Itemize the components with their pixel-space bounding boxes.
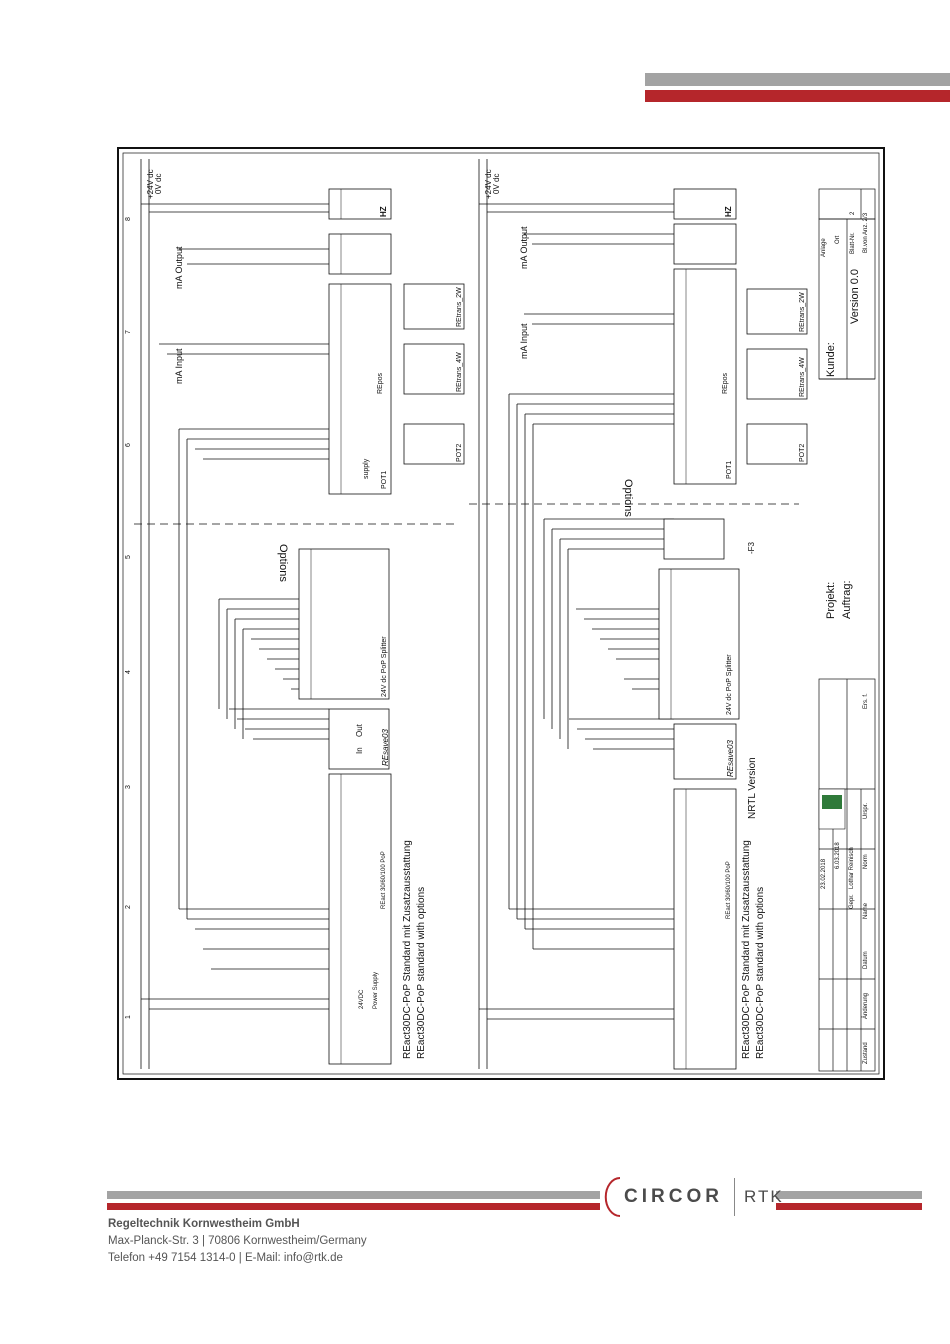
blatt-von-label: Bl.von Anz. 2/3 — [863, 212, 869, 253]
schematic-frame: +24V dc 0V dc mA Output mA Input HZ POT1… — [117, 147, 885, 1080]
ers-label: Ers. f. — [863, 693, 869, 709]
datum-label: Datum — [863, 951, 869, 969]
urspr-label: Urspr. — [863, 802, 869, 819]
footer-street: Max-Planck-Str. 3 | 70806 Kornwestheim/G… — [108, 1235, 367, 1247]
circor-swirl-icon — [604, 1177, 621, 1217]
lower-hz-label: HZ — [724, 206, 733, 217]
upper-reserve-label: REsave03 — [381, 729, 390, 766]
upper-actuator-label: REact 30/60/100 PoP — [381, 851, 387, 909]
upper-splitter-label: 24V dc PoP Splitter — [381, 636, 388, 697]
ruler-4: 4 — [125, 670, 132, 674]
lower-splitter-label: 24V dc PoP Splitter — [726, 654, 733, 715]
wiring-schematic — [122, 152, 880, 1075]
upper-options-label: Options — [277, 544, 289, 582]
lower-ma-output-label: mA Output — [519, 226, 529, 269]
gepr-label: Gepr. — [849, 894, 855, 909]
ruler-6: 6 — [125, 443, 132, 447]
upper-supply-zero-label: 0V dc — [154, 173, 163, 194]
upper-supply-voltage-label: 24VDC — [359, 989, 365, 1009]
date-field-value: 6.03.2018 — [835, 842, 841, 869]
datum-value: 23.02.2018 — [821, 858, 827, 889]
logo-brand-text: CIRCOR — [624, 1186, 723, 1207]
ruler-1: 1 — [125, 1015, 132, 1019]
lower-reserve-label: REsave03 — [726, 740, 735, 777]
top-grey-bar — [645, 73, 950, 86]
lower-pot2-label: POT2 — [799, 443, 806, 462]
upper-out-label: Out — [355, 724, 364, 737]
blatt-nr-value: 2 — [850, 211, 856, 215]
upper-pot1-label: POT1 — [381, 470, 388, 489]
bearb-value: Lothar Reinisch — [849, 847, 855, 889]
version-label: Version 0.0 — [849, 268, 861, 324]
ort-label: Ort — [835, 235, 841, 244]
lower-supply-zero-label: 0V dc — [492, 173, 501, 194]
upper-retrans2w-label: REtrans_2W — [456, 287, 463, 327]
upper-retrans4w-label: REtrans_4W — [456, 352, 463, 392]
upper-ma-input-label: mA Input — [174, 348, 184, 384]
upper-title-en: REact30DC-PoP standard with options — [416, 886, 427, 1059]
upper-title-de: REact30DC-PoP Standard mit Zusatzausstat… — [402, 840, 413, 1059]
aenderung-label: Änderung — [863, 992, 869, 1019]
norm-label: Norm — [863, 854, 869, 869]
lower-title-en: REact30DC-PoP standard with options — [755, 886, 766, 1059]
blatt-nr-label: Blatt-Nr. — [850, 232, 856, 254]
lower-actuator-label: REact 30/60/100 PoP — [726, 861, 732, 919]
name-label: Name — [863, 902, 869, 919]
circor-rtk-logo: CIRCOR RTK — [604, 1172, 782, 1222]
lower-nrtl-label: NRTL Version — [747, 757, 758, 819]
anlage-label: Anlage — [821, 238, 827, 257]
logo-sub-text: RTK — [744, 1187, 784, 1206]
lower-repos-label: REpos — [722, 372, 729, 394]
auftrag-label: Auftrag: — [841, 580, 853, 619]
upper-pot2-label: POT2 — [456, 443, 463, 462]
lower-fuse-label: -F3 — [747, 542, 756, 554]
ruler-8: 8 — [125, 217, 132, 221]
ruler-5: 5 — [125, 555, 132, 559]
footer-red-bar-left — [107, 1203, 600, 1210]
footer-red-bar-right — [776, 1203, 922, 1210]
footer-contact: Telefon +49 7154 1314-0 | E-Mail: info@r… — [108, 1252, 343, 1264]
lower-retrans4w-label: REtrans_4W — [799, 357, 806, 397]
footer-company: Regeltechnik Kornwestheim GmbH — [108, 1218, 300, 1230]
upper-hz-label: HZ — [379, 206, 388, 217]
ruler-7: 7 — [125, 330, 132, 334]
lower-retrans2w-label: REtrans_2W — [799, 292, 806, 332]
lower-title-de: REact30DC-PoP Standard mit Zusatzausstat… — [741, 840, 752, 1059]
footer-grey-bar-right — [776, 1191, 922, 1199]
projekt-label: Projekt: — [825, 581, 837, 619]
kunde-label: Kunde: — [825, 342, 837, 377]
footer-grey-bar-left — [107, 1191, 600, 1199]
footer-address: Regeltechnik Kornwestheim GmbH Max-Planc… — [108, 1216, 367, 1267]
ruler-2: 2 — [125, 905, 132, 909]
upper-ma-output-label: mA Output — [174, 246, 184, 289]
logo-separator — [734, 1178, 735, 1216]
upper-supply-label: supply — [363, 458, 370, 479]
top-red-bar — [645, 90, 950, 102]
upper-in-label: In — [355, 747, 364, 754]
upper-power-supply-label: Power Supply — [373, 971, 379, 1009]
lower-options-label: Options — [622, 479, 634, 517]
lower-pot1-label: POT1 — [726, 460, 733, 479]
upper-repos-label: REpos — [377, 372, 384, 394]
lower-ma-input-label: mA Input — [519, 323, 529, 359]
ruler-3: 3 — [125, 785, 132, 789]
zustand-label: Zustand — [863, 1042, 869, 1064]
